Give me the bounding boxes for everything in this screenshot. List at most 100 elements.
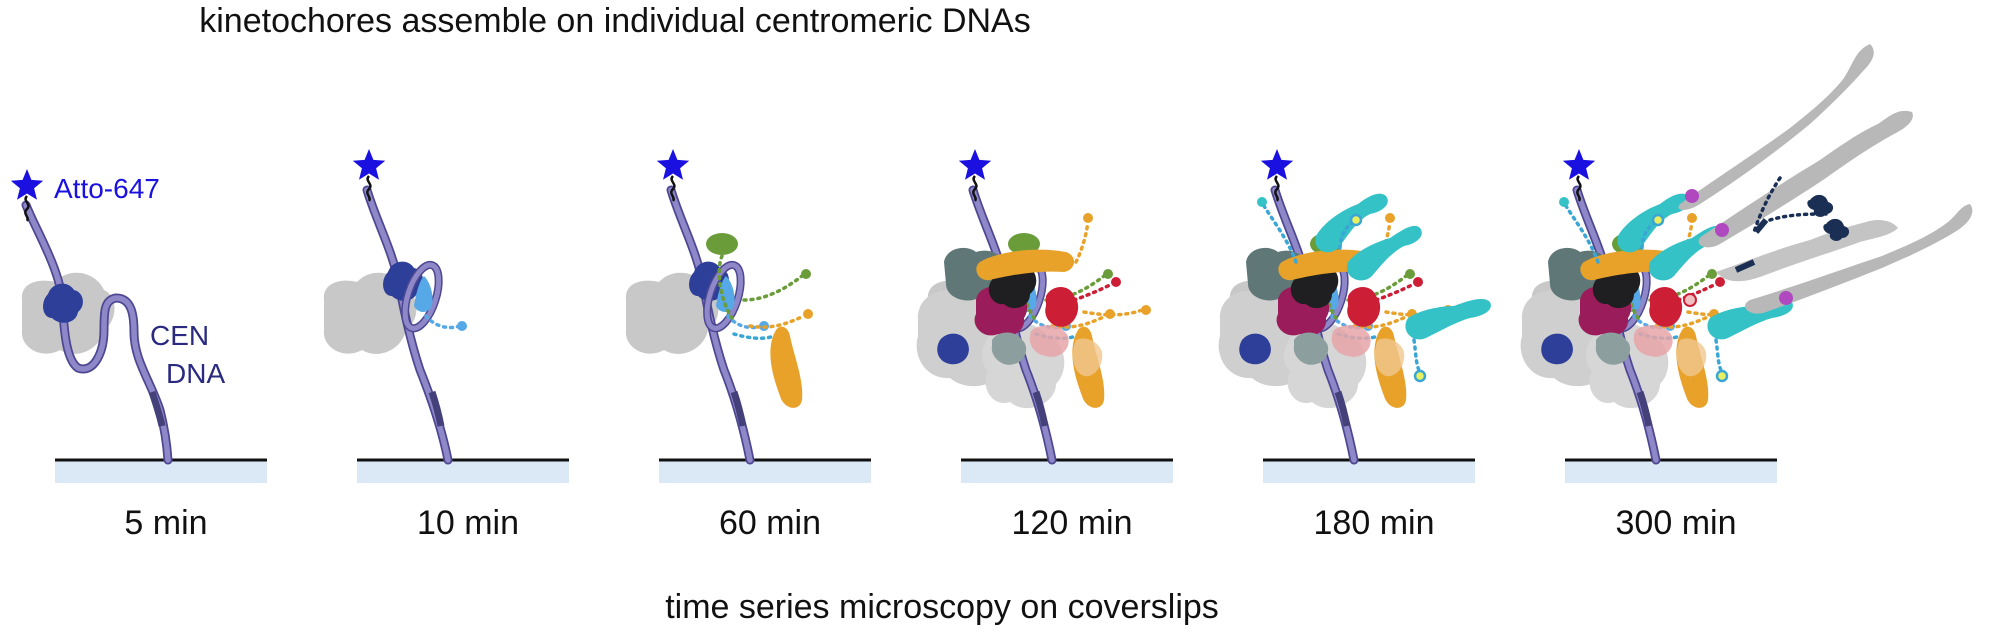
orange-tether-up-end: [1687, 213, 1697, 223]
orange-tether-up-end: [1083, 213, 1093, 223]
pink-subunit: [1633, 325, 1673, 357]
red-tether-end: [1715, 277, 1725, 287]
time-label: 180 min: [1314, 504, 1435, 542]
atto-647-star-icon: [1260, 149, 1294, 180]
red-subunit: [1347, 287, 1381, 327]
navy-tether-1: [1752, 176, 1782, 234]
atto-647-star-icon: [352, 149, 386, 180]
pink-subunit: [1029, 325, 1069, 357]
green-subunit: [1008, 233, 1040, 255]
time-label: 10 min: [417, 504, 519, 542]
teal-tether-mid-end: [1349, 213, 1363, 227]
red-subunit: [1045, 287, 1079, 327]
red-tether: [1676, 282, 1718, 302]
orange-bar-subunit: [1278, 249, 1377, 281]
dna-loop: [402, 262, 442, 331]
coverslip: [1565, 460, 1777, 483]
teal-tether: [1564, 204, 1600, 264]
green-tether: [717, 254, 734, 320]
teal-tether-end: [1257, 197, 1267, 207]
teal-tether-low-end: [1413, 369, 1427, 383]
dna-anchor-segment: [148, 390, 166, 427]
teal-fiber-2: [1346, 225, 1422, 281]
pink-subunit: [1331, 325, 1371, 357]
coverslip: [55, 460, 267, 483]
orange-bar-subunit: [976, 249, 1075, 281]
green-tether-end: [801, 269, 811, 279]
navy-subunit: [937, 333, 969, 365]
purple-marker-1: [1685, 189, 1699, 203]
purple-marker-3: [1779, 291, 1793, 305]
orange-tether: [748, 314, 806, 329]
teal-tether-mid-end: [1651, 213, 1665, 227]
cenp-a-nucleosome: [43, 283, 83, 323]
time-label: 120 min: [1012, 504, 1133, 542]
microtubule-2: [1698, 110, 1913, 248]
cbf3-complex: [716, 276, 735, 312]
dna-anchor-segment: [1334, 390, 1351, 427]
cbf3-complex: [414, 276, 433, 312]
cbf3-tether-end: [457, 321, 467, 331]
navy-subunit: [1541, 333, 1573, 365]
navy-rod-2: [1734, 259, 1756, 273]
dna-anchor-segment: [730, 390, 747, 427]
gray-green-subunit: [1293, 332, 1329, 365]
red-tether-end: [1413, 277, 1423, 287]
navy-head-2: [1823, 218, 1850, 241]
pink-marker: [1683, 293, 1697, 307]
linker: [366, 175, 372, 202]
green-tether-end: [1405, 269, 1415, 279]
atto-647-star-icon: [1562, 149, 1596, 180]
cbf3-tether: [424, 314, 462, 330]
panel-4: 120 min: [916, 149, 1173, 542]
green-tether-2: [742, 274, 804, 302]
orange-tether-up-end: [1385, 213, 1395, 223]
red-tether: [1072, 282, 1114, 302]
gray-green-subunit: [1595, 332, 1631, 365]
navy-head-1: [1807, 194, 1834, 217]
orange-ndc80-like: [770, 326, 803, 408]
green-tether-end: [1707, 269, 1717, 279]
orange-tether: [1654, 314, 1712, 329]
teal-tether-end: [1559, 197, 1569, 207]
coverslip: [357, 460, 569, 483]
red-tether: [1374, 282, 1416, 302]
microtubule-3: [1745, 204, 1973, 314]
teal-tether-low-end: [1715, 369, 1729, 383]
time-label: 60 min: [719, 504, 821, 542]
cen-label: CEN: [150, 320, 209, 351]
orange-tether-up: [1074, 220, 1090, 264]
microtubule-4: [1716, 220, 1898, 282]
tan-subunit: [1374, 338, 1405, 377]
atto-647-star-icon: [656, 149, 690, 180]
panel-2: 10 min: [323, 149, 569, 542]
tan-subunit: [1072, 338, 1103, 377]
dna-anchor-segment: [428, 390, 445, 427]
linker: [1576, 175, 1582, 202]
atto-647-star-icon: [958, 149, 992, 180]
dna-label: DNA: [166, 358, 225, 389]
teal-tether-low: [1412, 338, 1422, 374]
linker: [1274, 175, 1280, 202]
teal-fiber-3: [1405, 299, 1491, 340]
orange-bar-subunit: [1580, 249, 1679, 281]
gray-green-subunit: [991, 332, 1027, 365]
atto-647-star-icon: [10, 169, 44, 200]
time-label: 300 min: [1616, 504, 1737, 542]
dna-loop: [704, 262, 744, 331]
linker: [670, 175, 676, 202]
orange-tether-end: [803, 309, 813, 319]
atto-647-label: Atto-647: [54, 173, 160, 204]
diagram-title: kinetochores assemble on individual cent…: [199, 2, 1031, 40]
orange-tether-right: [1082, 308, 1144, 317]
navy-rod-1: [1753, 218, 1769, 234]
green-subunit: [706, 233, 738, 255]
navy-subunit: [1239, 333, 1271, 365]
coverslip: [961, 460, 1173, 483]
green-tether-end: [1103, 269, 1113, 279]
teal-tether: [1262, 204, 1298, 264]
coverslip: [659, 460, 871, 483]
